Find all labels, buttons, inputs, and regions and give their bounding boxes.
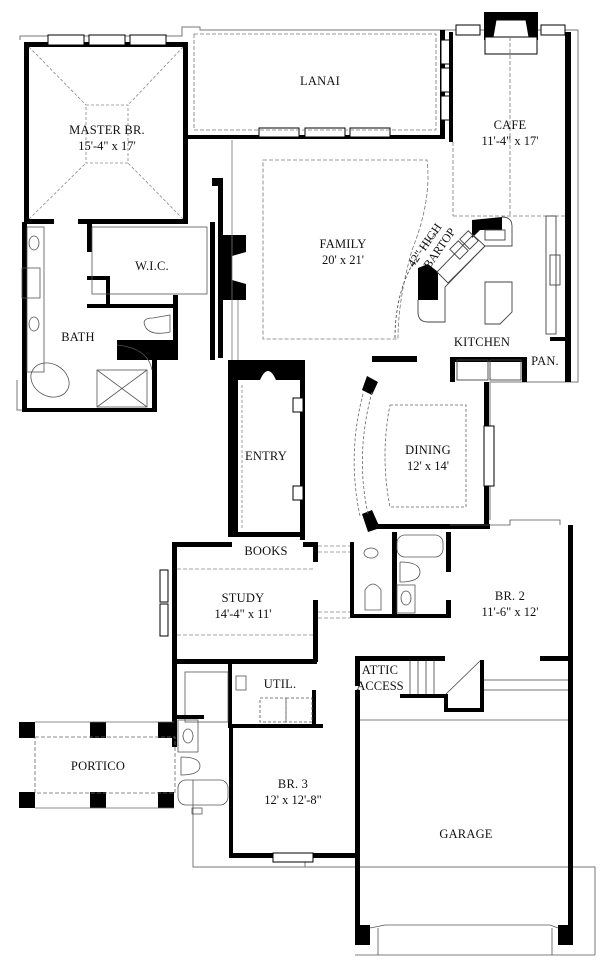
fireplace-opening (232, 252, 246, 284)
lanai-dashed (193, 33, 437, 131)
master-tray-ceiling (28, 46, 184, 220)
bath-fixtures (21, 226, 208, 408)
study-walls (172, 542, 318, 664)
room-label-lanai: LANAI (300, 74, 340, 88)
study-dashed (177, 545, 350, 636)
br2-outline (450, 519, 561, 526)
room-label-entry: ENTRY (245, 449, 287, 463)
hall-bath-walls (350, 532, 451, 618)
room-label-family: FAMILY 20' x 21' (319, 237, 367, 267)
room-label-master-br: MASTER BR. 15'-4" x 17' (69, 123, 145, 153)
room-label-kitchen: KITCHEN (453, 335, 511, 349)
entry-walls (228, 360, 305, 540)
dining-window (483, 425, 495, 487)
portico-lines (34, 721, 176, 809)
master-windows (47, 34, 167, 46)
cafe-windows (455, 19, 566, 55)
kitchen-counters (417, 215, 561, 381)
room-label-attic-access: ATTIC ACCESS (356, 663, 404, 693)
room-label-dining: DINING 12' x 14' (405, 443, 451, 473)
room-label-study: STUDY 14'-4" x 11' (214, 591, 272, 621)
room-label-util: UTIL. (263, 677, 297, 691)
study-windows (159, 569, 169, 637)
attic-walls (355, 656, 484, 712)
room-label-cafe: CAFE 11'-4" x 17' (481, 118, 539, 148)
small-bath-fixtures (177, 719, 229, 815)
entry-arch (260, 371, 276, 380)
entry-windows (292, 397, 304, 501)
hall-bath-fixtures (363, 534, 444, 614)
room-label-portico: PORTICO (70, 759, 126, 773)
kitchen-walls (418, 217, 570, 382)
room-label-bath: BATH (61, 330, 95, 344)
bartop-arc (394, 229, 441, 339)
room-label-br2: BR. 2 11'-6" x 12' (481, 589, 539, 619)
room-label-wic: W.I.C. (135, 259, 169, 273)
br3-window (272, 852, 314, 863)
util-fixtures (184, 671, 313, 723)
room-label-books: BOOKS (244, 544, 288, 558)
util-walls (172, 662, 323, 747)
room-label-garage: GARAGE (439, 827, 493, 841)
attic-stairs (409, 660, 568, 695)
dining-dashed (353, 391, 467, 517)
family-lines (231, 140, 239, 360)
garage-walls (355, 690, 573, 945)
room-label-pantry: PAN. (531, 354, 559, 368)
garage-lines (355, 719, 595, 956)
bath-wic-walls (22, 222, 215, 412)
outline-lines (16, 26, 596, 955)
portico-columns (19, 722, 174, 808)
room-label-br3: BR. 3 12' x 12'-8" (264, 777, 322, 807)
br2-walls (355, 525, 573, 755)
lanai-windows (258, 39, 452, 138)
